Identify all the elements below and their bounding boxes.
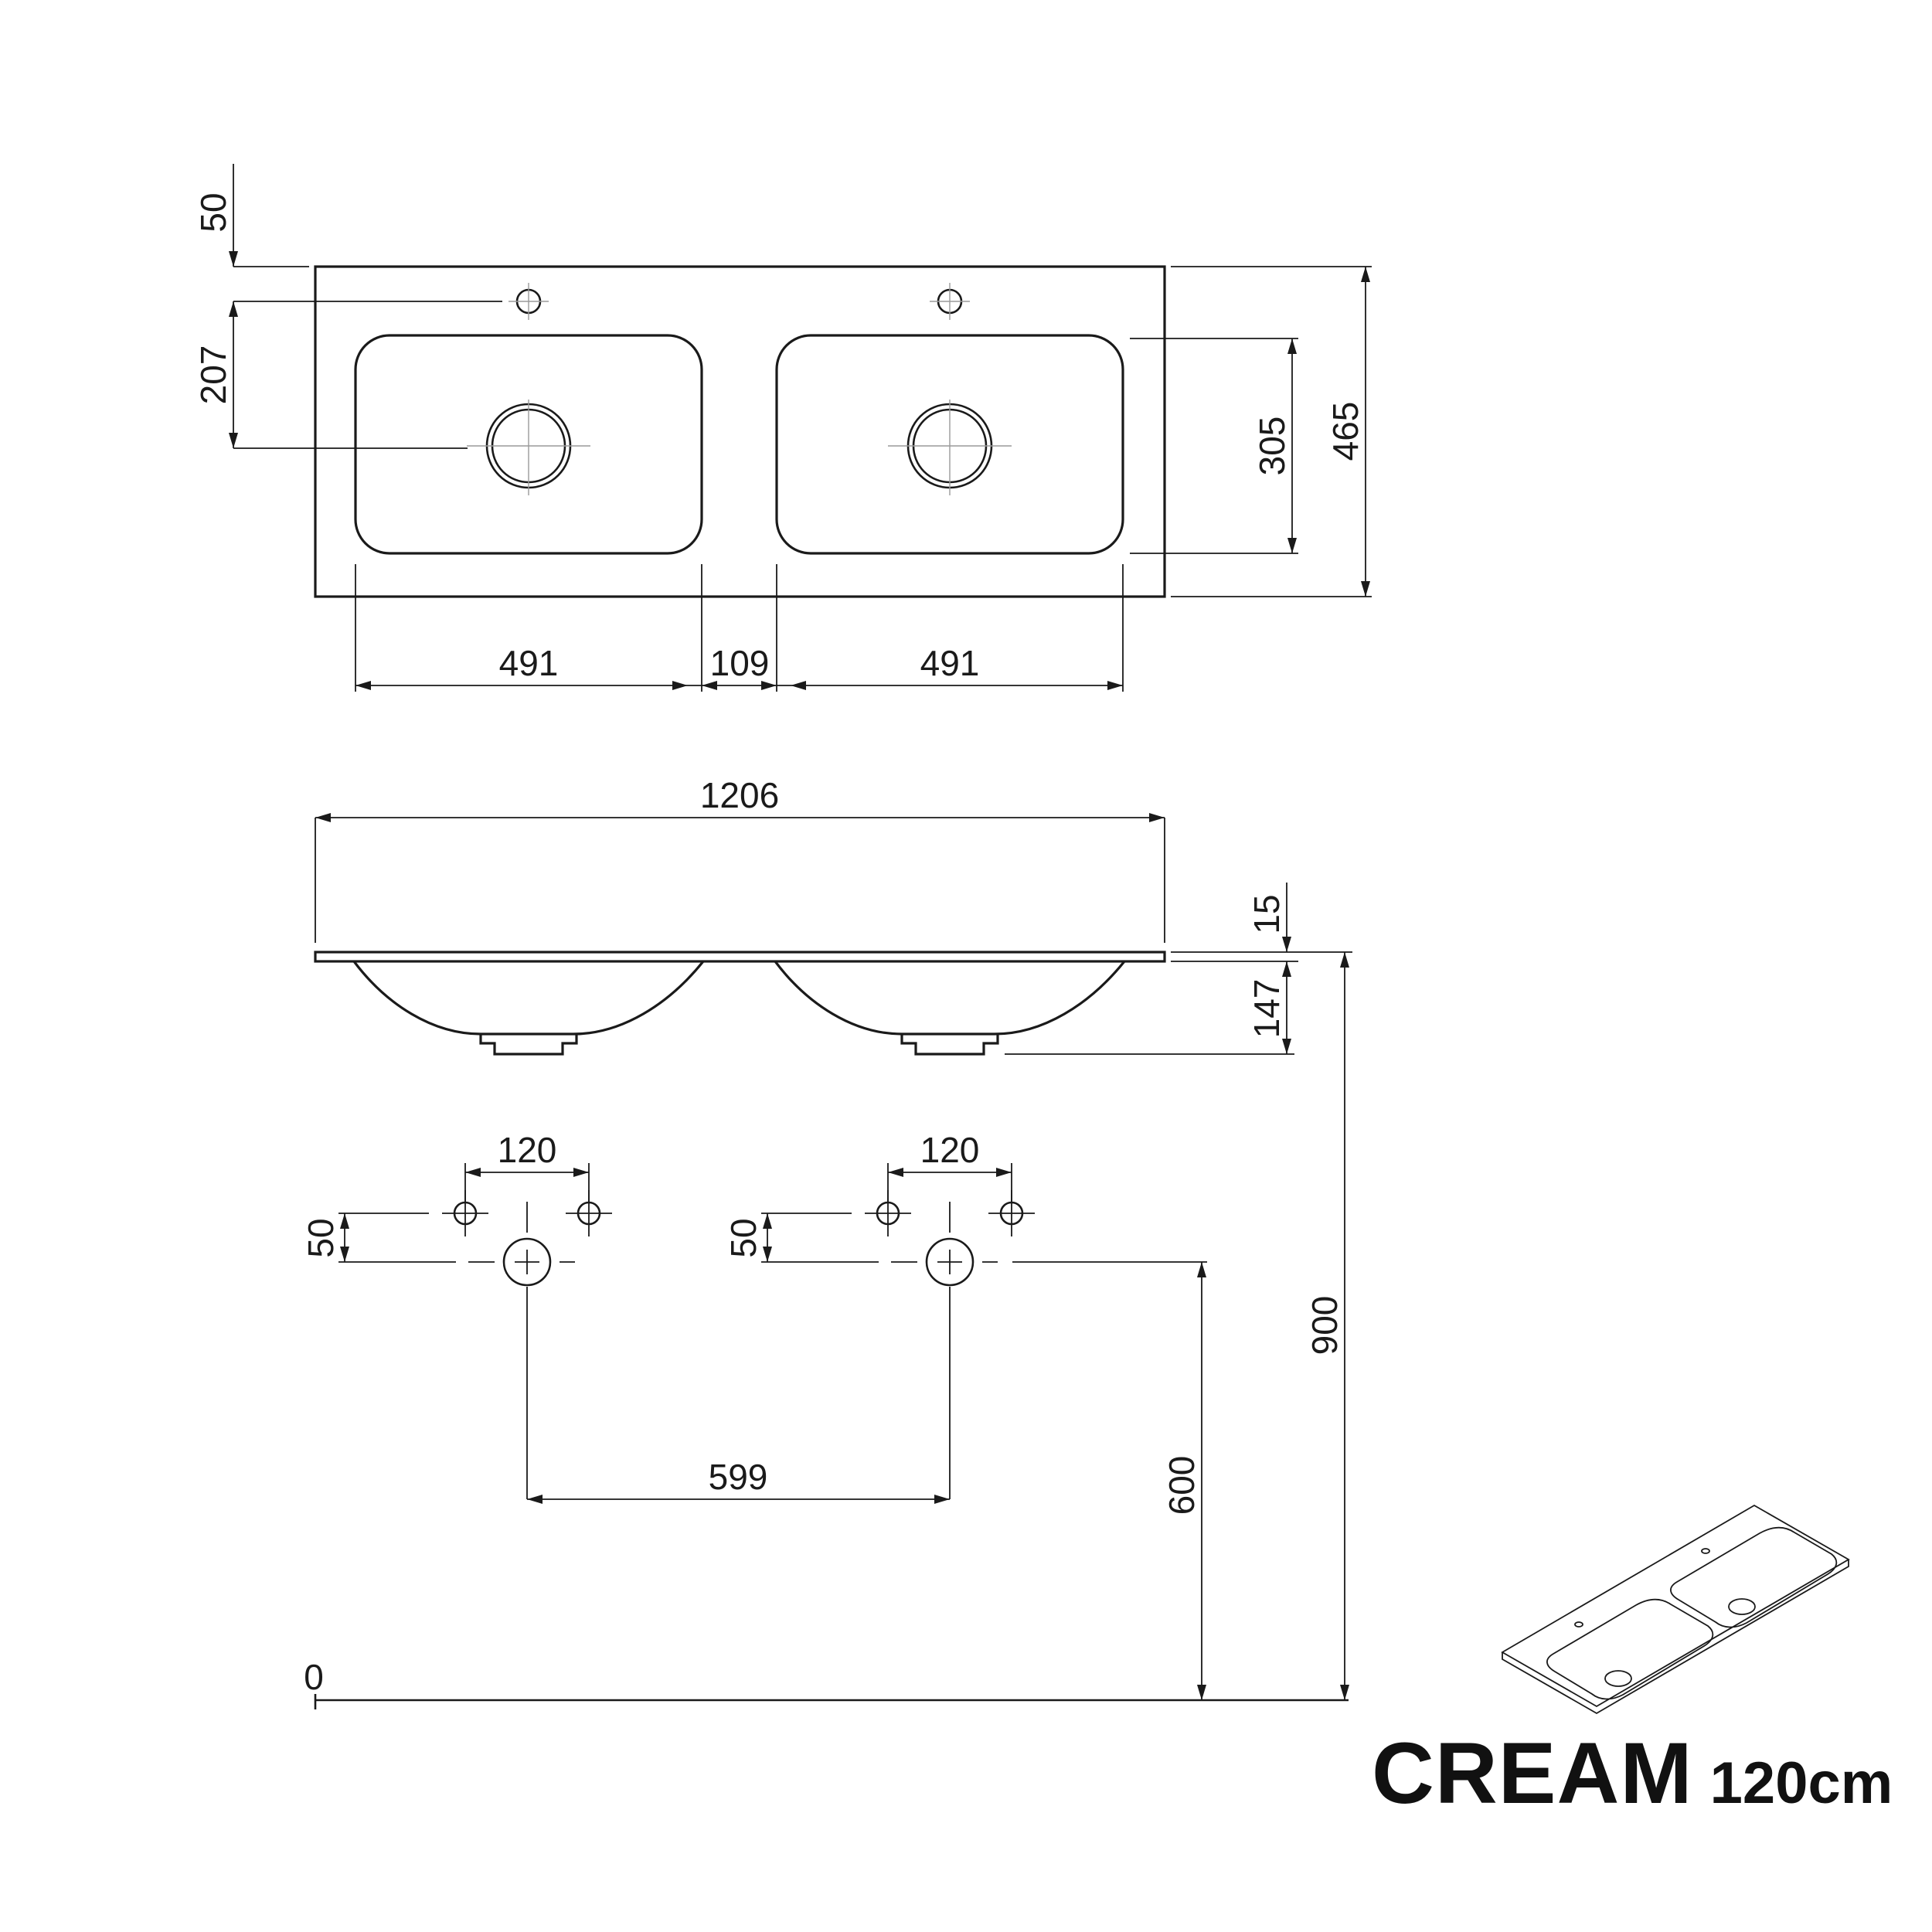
left-basin-outline [354, 334, 703, 555]
floor-level-label: 0 [304, 1657, 324, 1697]
dim-label-top-thickness: 15 [1247, 894, 1287, 934]
right-bowl-profile [774, 960, 1126, 1036]
right-tap-hole-icon [930, 283, 970, 320]
left-wall-drain-icon [468, 1202, 575, 1499]
floor-line: 0 [304, 1657, 1349, 1709]
dim-label-drain-height: 600 [1162, 1456, 1202, 1515]
product-size: 120cm [1709, 1750, 1893, 1816]
product-name: CREAM [1372, 1725, 1693, 1821]
dimension-tap-offset: 50 [193, 164, 502, 302]
side-view: 1206 15 147 900 [314, 775, 1352, 1700]
dimension-top-thickness: 15 [1171, 883, 1298, 962]
dim-label-right-supply-spacing: 120 [920, 1130, 980, 1170]
dimension-drain-offset: 207 [193, 301, 468, 449]
dimension-mounting-height: 900 [1298, 951, 1352, 1700]
dim-label-mounting-height: 900 [1304, 1296, 1345, 1355]
dim-label-basin-width-right: 491 [920, 643, 980, 683]
wall-connections: 120 50 [301, 1130, 1349, 1709]
dim-label-left-supply-offset: 50 [301, 1218, 341, 1257]
left-tap-hole-icon [509, 283, 549, 320]
left-drain-outlet [479, 1034, 578, 1056]
dim-label-overall-depth: 465 [1325, 402, 1366, 461]
dimension-right-supply-spacing: 120 [887, 1130, 1012, 1202]
dim-label-overall-width: 1206 [700, 775, 779, 815]
top-view: 50 207 305 465 [193, 164, 1372, 692]
right-basin-outline [775, 334, 1124, 555]
dimension-overall-width: 1206 [315, 775, 1165, 943]
dim-label-left-supply-spacing: 120 [498, 1130, 557, 1170]
right-drain-icon [888, 400, 1012, 495]
dimension-drain-spacing: 599 [527, 1457, 950, 1504]
dimension-right-supply-offset: 50 [723, 1213, 879, 1263]
dimension-left-supply-spacing: 120 [464, 1130, 590, 1202]
dim-label-bowl-depth: 147 [1247, 979, 1287, 1039]
dimension-basin-depth: 305 [1130, 338, 1298, 554]
dim-label-tap-offset: 50 [193, 192, 233, 232]
dimension-overall-depth: 465 [1171, 266, 1372, 597]
left-bowl-profile [352, 960, 705, 1036]
left-drain-icon [467, 400, 590, 495]
right-wall-drain-icon [891, 1202, 998, 1499]
dim-label-drain-offset: 207 [193, 345, 233, 405]
dim-label-right-supply-offset: 50 [723, 1218, 764, 1257]
product-3d-preview [1501, 1504, 1850, 1715]
dim-label-basin-gap: 109 [710, 643, 770, 683]
dimension-left-supply-offset: 50 [301, 1213, 456, 1263]
dimension-bowl-depth: 147 [1005, 961, 1294, 1055]
countertop-section [314, 951, 1166, 963]
dimension-drain-height: 600 [1012, 1261, 1207, 1700]
dim-label-drain-spacing: 599 [709, 1457, 768, 1497]
right-drain-outlet [900, 1034, 999, 1056]
countertop-outline [314, 265, 1166, 598]
dimension-basin-widths: 491 109 491 [355, 564, 1124, 692]
dim-label-basin-width-left: 491 [499, 643, 559, 683]
dim-label-basin-depth: 305 [1252, 417, 1292, 476]
